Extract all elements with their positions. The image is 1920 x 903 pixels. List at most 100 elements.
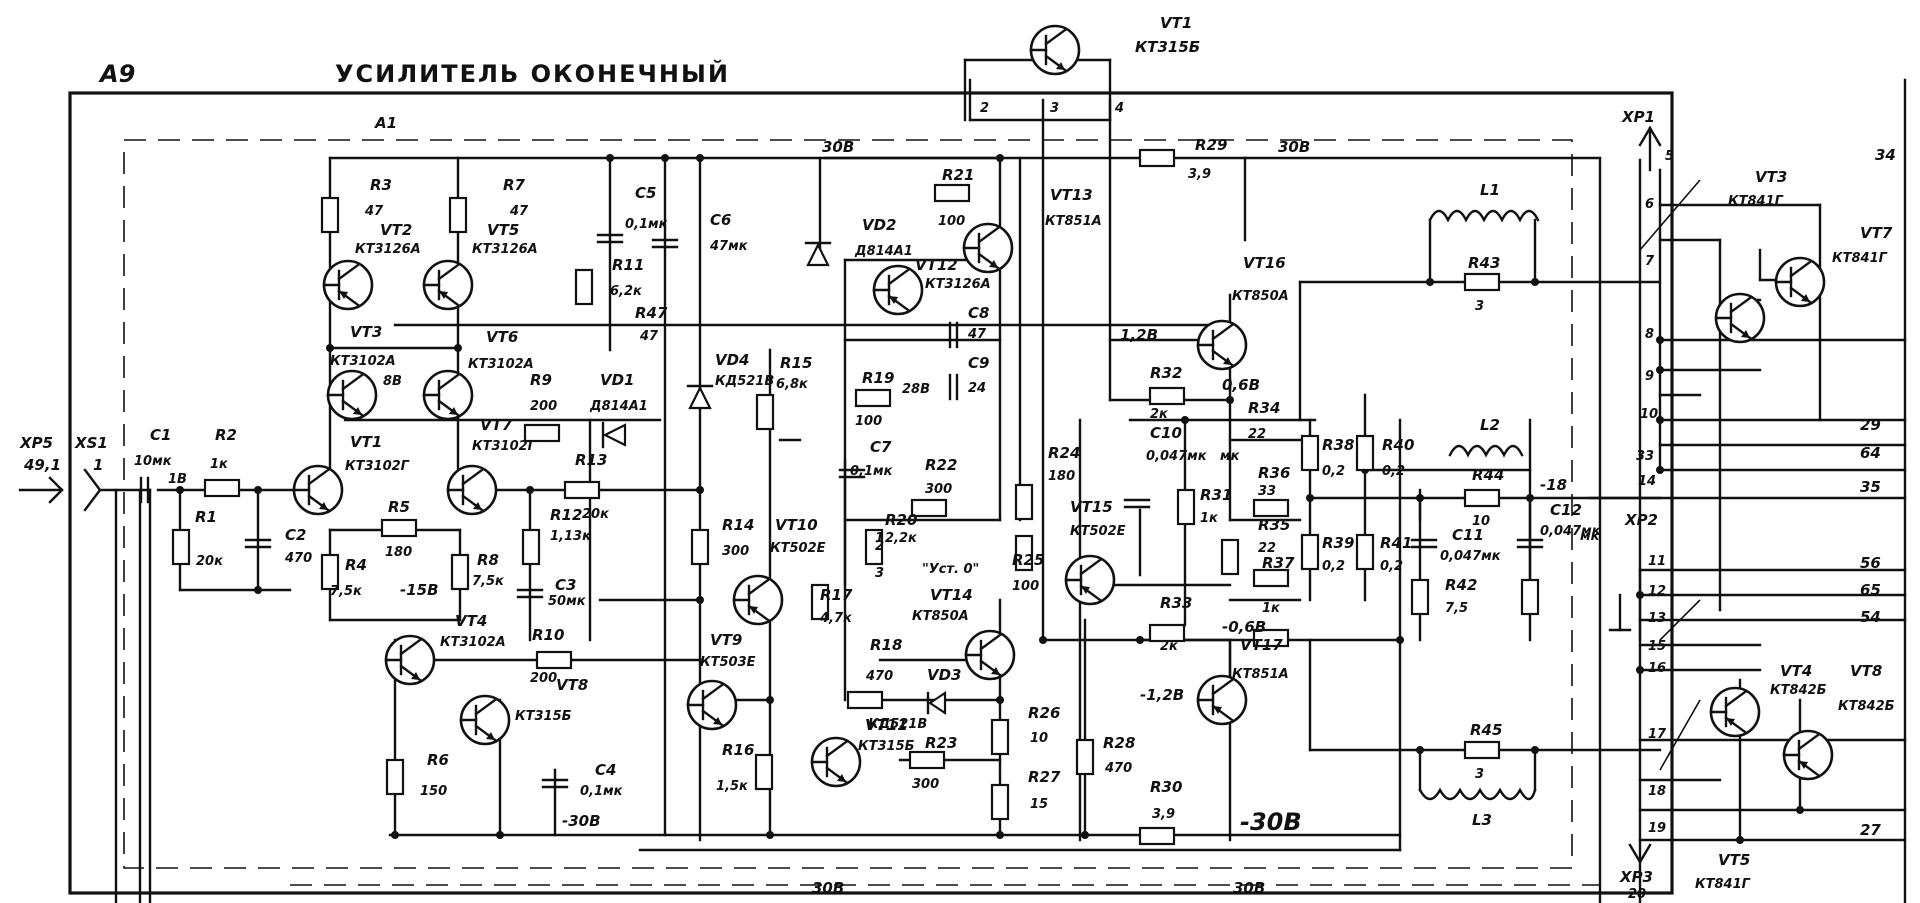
svg-text:КТ3102А: КТ3102А bbox=[440, 635, 506, 650]
svg-text:4,7к: 4,7к bbox=[819, 611, 853, 626]
capacitor-symbols bbox=[139, 233, 1544, 789]
svg-text:4: 4 bbox=[1114, 101, 1124, 116]
svg-text:ХР1: ХР1 bbox=[1621, 108, 1655, 126]
svg-text:КТ315Б: КТ315Б bbox=[858, 739, 915, 754]
svg-text:33: 33 bbox=[1258, 484, 1276, 499]
svg-text:0,047мк: 0,047мк bbox=[1540, 524, 1602, 539]
svg-text:VT15: VT15 bbox=[1070, 498, 1113, 516]
svg-text:R1: R1 bbox=[195, 508, 217, 526]
svg-text:C4: C4 bbox=[595, 761, 616, 779]
svg-text:VT11: VT11 bbox=[865, 716, 908, 734]
svg-text:200: 200 bbox=[530, 671, 557, 686]
svg-text:300: 300 bbox=[925, 482, 952, 497]
voltage-labels: 30В 30В 30В 30В -30В -30В -15В -18 1,2В … bbox=[168, 138, 1567, 897]
svg-text:R16: R16 bbox=[722, 741, 754, 759]
svg-text:R31: R31 bbox=[1200, 486, 1232, 504]
transistor-vt17 bbox=[1196, 674, 1248, 726]
transistor-vt6 bbox=[422, 369, 474, 421]
svg-text:300: 300 bbox=[722, 544, 749, 559]
svg-text:-15В: -15В bbox=[400, 581, 439, 599]
svg-text:150: 150 bbox=[420, 784, 447, 799]
svg-text:0,1мк: 0,1мк bbox=[850, 464, 894, 479]
svg-text:12: 12 bbox=[1648, 584, 1666, 599]
svg-text:R40: R40 bbox=[1382, 436, 1414, 454]
svg-text:R26: R26 bbox=[1028, 704, 1060, 722]
transistor-vt9 bbox=[686, 679, 738, 731]
svg-text:КТ502Е: КТ502Е bbox=[1070, 524, 1126, 539]
svg-text:200: 200 bbox=[530, 399, 557, 414]
svg-text:VT5: VT5 bbox=[1718, 851, 1750, 869]
svg-text:47: 47 bbox=[364, 204, 384, 219]
svg-text:34: 34 bbox=[1875, 146, 1896, 164]
svg-text:"Уст. 0": "Уст. 0" bbox=[922, 562, 979, 577]
svg-text:VT2: VT2 bbox=[380, 221, 412, 239]
svg-text:R30: R30 bbox=[1150, 778, 1182, 796]
svg-text:VT6: VT6 bbox=[486, 328, 518, 346]
svg-text:1: 1 bbox=[875, 531, 884, 546]
svg-text:3: 3 bbox=[875, 566, 884, 581]
svg-text:22: 22 bbox=[1248, 427, 1266, 442]
svg-text:L3: L3 bbox=[1472, 811, 1492, 829]
transistor-vt10 bbox=[732, 574, 784, 626]
svg-text:20к: 20к bbox=[582, 507, 610, 522]
svg-text:5: 5 bbox=[1665, 149, 1674, 164]
svg-text:R24: R24 bbox=[1048, 444, 1080, 462]
svg-text:0,2: 0,2 bbox=[1322, 464, 1345, 479]
svg-text:30В: 30В bbox=[1278, 138, 1310, 156]
svg-text:28В: 28В bbox=[902, 382, 930, 397]
svg-text:-30В: -30В bbox=[562, 812, 601, 830]
svg-text:КТ3102Г: КТ3102Г bbox=[472, 439, 537, 454]
transistor-vt1 bbox=[292, 464, 344, 516]
svg-text:КТ851А: КТ851А bbox=[1045, 214, 1102, 229]
svg-text:L2: L2 bbox=[1480, 416, 1500, 434]
svg-text:VT7: VT7 bbox=[1860, 224, 1893, 242]
svg-text:VT17: VT17 bbox=[1240, 636, 1283, 654]
svg-text:VD2: VD2 bbox=[862, 216, 897, 234]
svg-text:R35: R35 bbox=[1258, 516, 1290, 534]
svg-text:R36: R36 bbox=[1258, 464, 1290, 482]
svg-text:0,2: 0,2 bbox=[1382, 464, 1405, 479]
svg-text:3,9: 3,9 bbox=[1152, 807, 1175, 822]
transistor-vt1-top bbox=[1029, 24, 1081, 76]
svg-text:КТ850А: КТ850А bbox=[912, 609, 969, 624]
svg-text:-30В: -30В bbox=[1240, 808, 1302, 836]
svg-text:16: 16 bbox=[1648, 661, 1666, 676]
svg-text:300: 300 bbox=[912, 777, 939, 792]
svg-text:R15: R15 bbox=[780, 354, 812, 372]
svg-text:VD3: VD3 bbox=[927, 666, 962, 684]
svg-text:КТ842Б: КТ842Б bbox=[1838, 699, 1895, 714]
svg-text:470: 470 bbox=[284, 551, 312, 566]
svg-text:1В: 1В bbox=[168, 472, 187, 487]
transistor-vt16 bbox=[1196, 319, 1248, 371]
svg-text:R42: R42 bbox=[1445, 576, 1477, 594]
svg-text:180: 180 bbox=[1048, 469, 1075, 484]
transistor-vt13 bbox=[962, 222, 1014, 274]
svg-text:ХР2: ХР2 bbox=[1624, 511, 1658, 529]
transistor-vt4-out bbox=[1709, 686, 1761, 738]
transistor-vt5 bbox=[422, 259, 474, 311]
svg-text:КТ503Е: КТ503Е bbox=[700, 655, 756, 670]
svg-text:1,2В: 1,2В bbox=[1120, 326, 1158, 344]
svg-text:R14: R14 bbox=[722, 516, 754, 534]
svg-text:64: 64 bbox=[1860, 444, 1881, 462]
svg-text:R19: R19 bbox=[862, 369, 894, 387]
svg-text:VT4: VT4 bbox=[455, 612, 487, 630]
svg-text:7: 7 bbox=[1645, 254, 1655, 269]
svg-text:R18: R18 bbox=[870, 636, 902, 654]
svg-text:КТ3126А: КТ3126А bbox=[925, 277, 991, 292]
svg-text:C8: C8 bbox=[968, 304, 989, 322]
svg-text:10: 10 bbox=[1030, 731, 1048, 746]
diagram-title: УСИЛИТЕЛЬ ОКОНЕЧНЫЙ bbox=[335, 59, 730, 88]
svg-text:3: 3 bbox=[1475, 767, 1484, 782]
svg-text:R23: R23 bbox=[925, 734, 957, 752]
svg-text:КТ315Б: КТ315Б bbox=[515, 709, 572, 724]
svg-text:9: 9 bbox=[1645, 369, 1654, 384]
svg-text:КТ3126А: КТ3126А bbox=[355, 242, 421, 257]
svg-text:8: 8 bbox=[1645, 327, 1654, 342]
svg-text:VT9: VT9 bbox=[710, 631, 742, 649]
svg-text:1к: 1к bbox=[210, 457, 229, 472]
svg-text:47: 47 bbox=[967, 327, 987, 342]
svg-text:КТ3102А: КТ3102А bbox=[330, 354, 396, 369]
svg-text:VT1: VT1 bbox=[350, 433, 382, 451]
